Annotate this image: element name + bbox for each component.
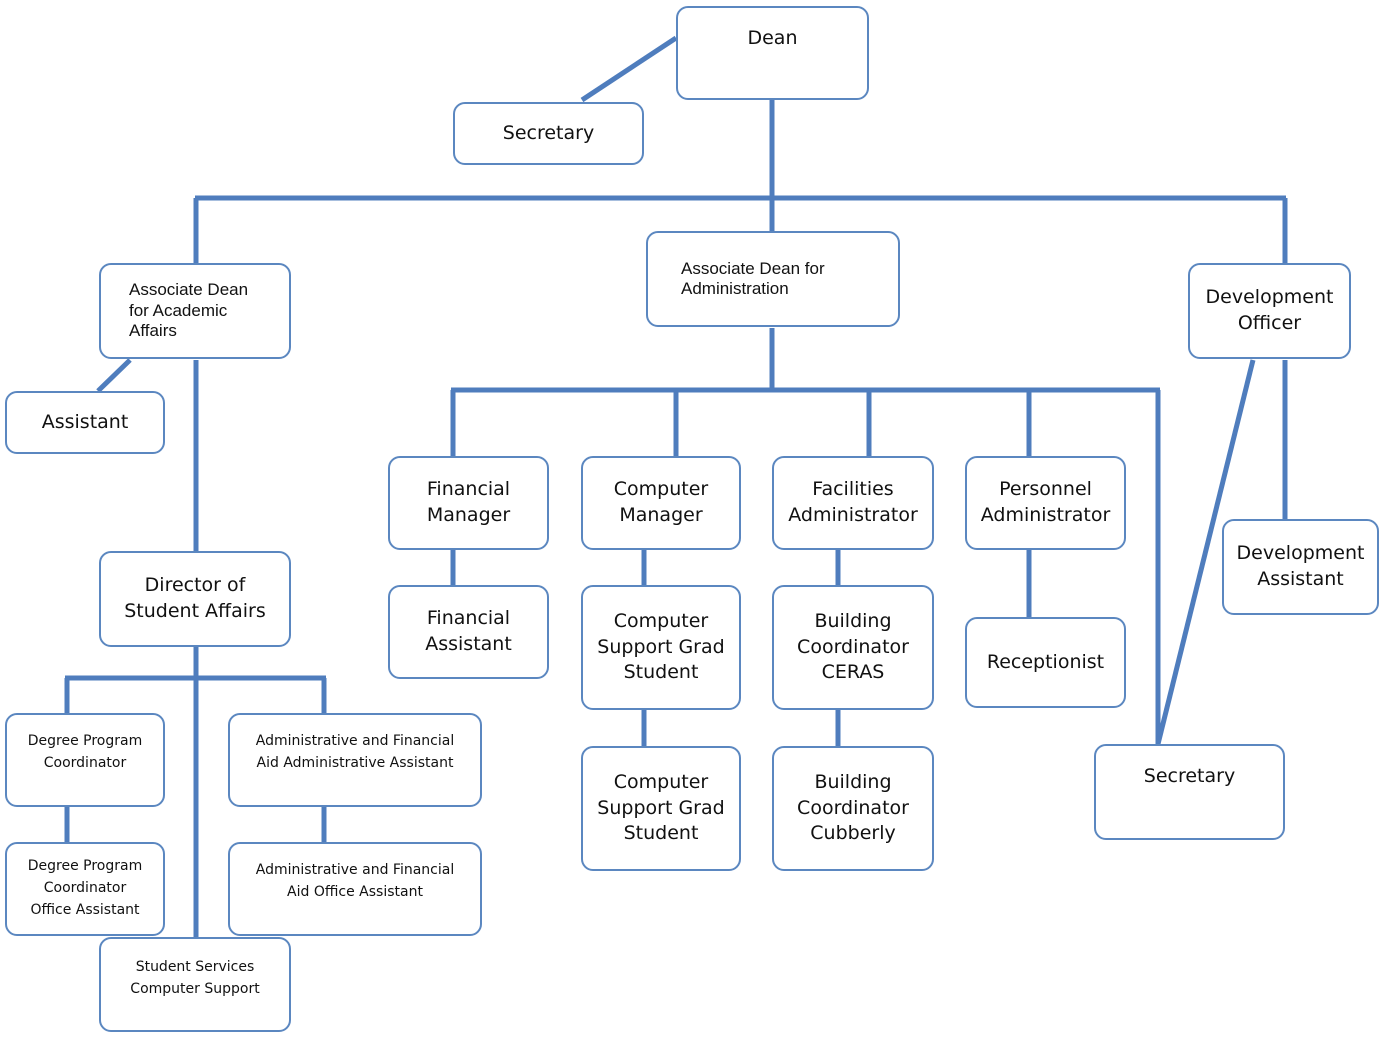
node-computer-manager: Computer Manager [581,456,741,550]
node-dean-label: Dean [747,27,798,49]
node-computer-manager-label: Computer Manager [613,478,709,526]
node-director-student-affairs: Director of Student Affairs [99,551,291,647]
node-development-officer: Development Officer [1188,263,1351,359]
node-building-coordinator-ceras-label: Building Coordinator CERAS [797,610,909,684]
connector-assoc-academic-assistant [96,358,132,393]
node-facilities-administrator-label: Facilities Administrator [788,478,918,526]
node-financial-manager-label: Financial Manager [426,478,511,526]
node-admin-financial-aid-admin-assistant: Administrative and Financial Aid Adminis… [228,713,482,807]
node-computer-support-grad-student-2: Computer Support Grad Student [581,746,741,871]
node-degree-program-office-assistant-label: Degree Program Coordinator Office Assist… [27,858,143,918]
node-financial-assistant: Financial Assistant [388,585,549,679]
node-director-student-affairs-label: Director of Student Affairs [124,574,266,622]
node-development-officer-label: Development Officer [1205,286,1334,334]
node-admin-financial-aid-admin-assistant-label: Administrative and Financial Aid Adminis… [255,733,455,771]
node-financial-manager: Financial Manager [388,456,549,550]
node-student-services-computer-support-label: Student Services Computer Support [130,959,260,997]
node-associate-dean-administration: Associate Dean for Administration [646,231,900,327]
node-dean: Dean [676,6,869,100]
node-receptionist: Receptionist [965,617,1126,708]
node-financial-assistant-label: Financial Assistant [425,607,512,655]
connector-development-secretary [1155,359,1256,745]
node-assistant-label: Assistant [41,410,129,433]
node-student-services-computer-support: Student Services Computer Support [99,937,291,1032]
node-building-coordinator-cubberly-label: Building Coordinator Cubberly [797,771,909,845]
node-associate-dean-academic: Associate Dean for Academic Affairs [99,263,291,359]
node-secretary-right: Secretary [1094,744,1285,840]
node-building-coordinator-ceras: Building Coordinator CERAS [772,585,934,710]
node-degree-program-coordinator: Degree Program Coordinator [5,713,165,807]
connector-dean-secretary [580,35,678,103]
node-degree-program-coordinator-label: Degree Program Coordinator [27,733,143,771]
node-computer-support-grad-student-1-label: Computer Support Grad Student [597,610,725,684]
node-secretary-top-label: Secretary [502,121,595,144]
node-development-assistant-label: Development Assistant [1236,542,1365,590]
node-building-coordinator-cubberly: Building Coordinator Cubberly [772,746,934,871]
node-computer-support-grad-student-1: Computer Support Grad Student [581,585,741,710]
node-admin-financial-aid-office-assistant: Administrative and Financial Aid Office … [228,842,482,936]
node-personnel-administrator: Personnel Administrator [965,456,1126,550]
node-assistant: Assistant [5,391,165,454]
node-associate-dean-administration-label: Associate Dean for Administration [681,258,825,298]
node-secretary-top: Secretary [453,102,644,165]
node-associate-dean-academic-label: Associate Dean for Academic Affairs [129,279,249,341]
node-degree-program-office-assistant: Degree Program Coordinator Office Assist… [5,842,165,936]
node-facilities-administrator: Facilities Administrator [772,456,934,550]
node-admin-financial-aid-office-assistant-label: Administrative and Financial Aid Office … [255,862,455,900]
node-secretary-right-label: Secretary [1143,765,1236,787]
node-computer-support-grad-student-2-label: Computer Support Grad Student [597,771,725,845]
node-development-assistant: Development Assistant [1222,519,1379,615]
node-receptionist-label: Receptionist [986,650,1105,673]
node-personnel-administrator-label: Personnel Administrator [980,478,1111,526]
